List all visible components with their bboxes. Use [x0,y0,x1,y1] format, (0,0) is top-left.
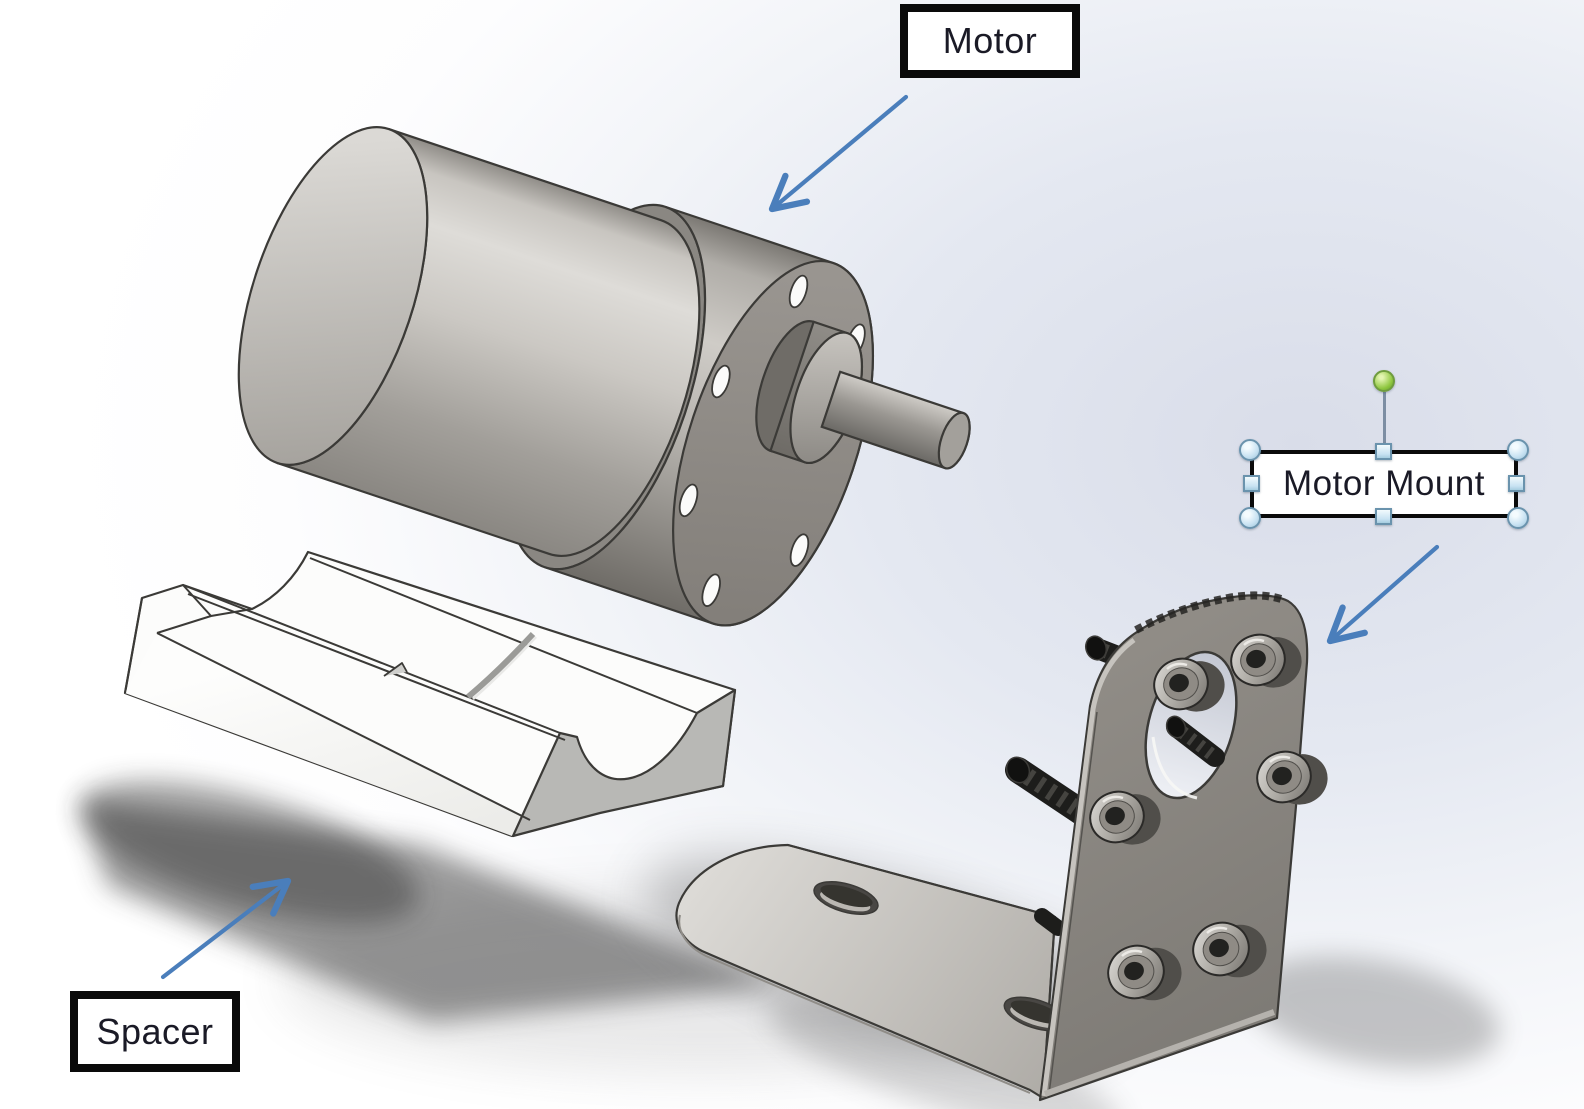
selection-handle-s[interactable] [1375,508,1392,525]
rail-notch [383,662,408,677]
base-shadow [768,998,1122,1109]
label-spacer[interactable]: Spacer [70,991,240,1072]
socket-head-screw [1107,944,1182,1001]
spacer-front-face [125,633,530,836]
selection-handle-w[interactable] [1243,475,1260,492]
hole-inner-highlight [1151,736,1198,800]
motor-part[interactable] [197,90,1008,681]
selection-handle-nw[interactable] [1239,439,1261,461]
socket-head-screw [1089,790,1161,845]
socket-head-screw [1256,750,1328,805]
motor-face-holes [678,274,866,607]
motor-arrow[interactable] [768,94,909,213]
label-motor-mount-text: Motor Mount [1283,464,1485,503]
motor-mount-arrow[interactable] [1326,544,1440,645]
motor-mount-part[interactable] [675,591,1334,1102]
spacer-edges [124,557,698,821]
base-thickness-edge [678,914,1031,1094]
socket-head-screw [1192,921,1267,978]
base-plate [675,843,1057,1100]
callout-arrows [160,94,1440,980]
motor-rear-cap [237,126,429,466]
plate-bottom-edge [1043,1009,1276,1097]
selection-handle-n[interactable] [1375,443,1392,460]
spacer-arrow[interactable] [160,877,292,980]
mount-shadow [1246,956,1500,1068]
selection-handle-ne[interactable] [1507,439,1529,461]
threaded-stud-front [1165,715,1225,767]
socket-head-screw [1153,657,1225,712]
socket-head-screws [1089,633,1328,1001]
shaft-end-cap [937,411,971,470]
selection-handle-e[interactable] [1508,475,1525,492]
plate-left-edge [1041,637,1136,1097]
socket-head-screw [1230,633,1302,688]
rotation-handle[interactable] [1373,370,1395,392]
label-motor[interactable]: Motor [900,4,1080,78]
serrated-edge [1134,591,1286,634]
selection-handle-se[interactable] [1507,507,1529,529]
mounting-slot [813,881,879,915]
groove-parting-highlight [472,636,537,700]
selection-handle-sw[interactable] [1239,507,1261,529]
rotation-handle-stem [1382,392,1386,444]
groove-parting-line [466,631,536,700]
spacer-end-face [511,688,737,838]
plate-left-edge-line [1048,711,1098,1095]
spacer-shadow-dark [81,780,419,924]
spacer-part[interactable] [123,550,737,838]
label-motor-mount[interactable]: Motor Mount [1239,370,1529,529]
